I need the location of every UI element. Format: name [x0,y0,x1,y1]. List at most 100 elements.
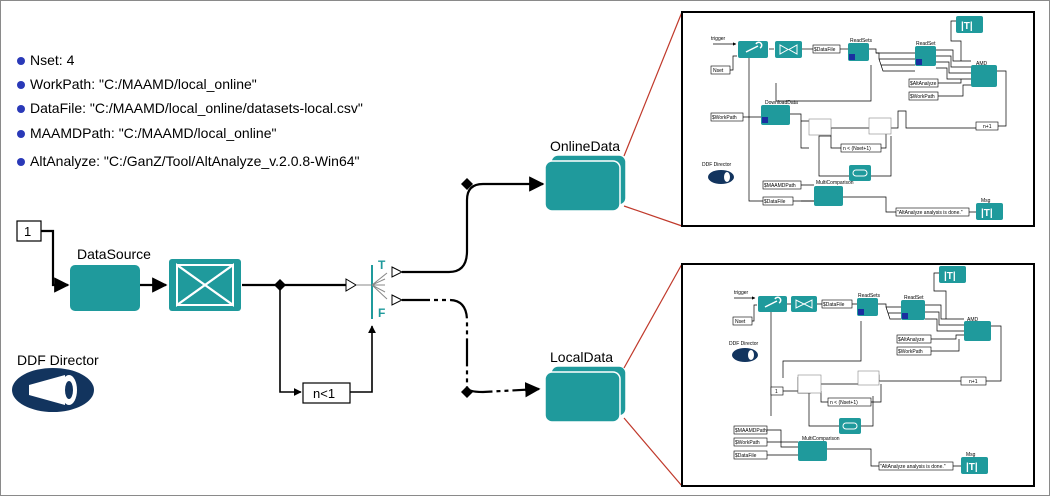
local-one-const[interactable] [770,386,784,396]
local-multicomp-actor[interactable] [798,441,827,461]
online-multicomp-actor[interactable] [814,186,843,206]
param-dot-icon [17,130,25,138]
online-multicomp-label: MultiComparison [816,180,854,186]
main-connections [41,176,545,398]
online-done-text: "AltAnalyze analysis is done." [897,210,963,216]
localdata-label: LocalData [550,349,613,365]
local-wrench-actor[interactable] [758,296,787,312]
online-trigger-label: trigger [711,36,726,42]
local-datafile2-param[interactable] [733,450,768,460]
online-download-label: DownloadData [765,100,798,106]
online-counter-expr[interactable] [975,121,999,131]
online-nset-param[interactable] [710,65,731,75]
local-amd-label: AMD [967,317,979,323]
datasource-actor[interactable] [70,265,140,311]
local-msg-display[interactable] [961,457,988,474]
local-done-const[interactable] [878,461,954,471]
local-multicomp-label: MultiComparison [802,436,840,442]
local-done-text: "AltAnalyze analysis is done." [880,464,946,470]
param-workpath[interactable]: WorkPath: "C:/MAAMD/local_online" [30,76,257,92]
local-workpath2-text: $WorkPath [735,440,760,446]
online-detail-panel: trigger Nset $DataFile ReadSets ReadSet … [681,11,1035,227]
local-maamdpath-text: $MAAMDPath [735,428,767,434]
boolean-switch[interactable] [345,265,404,319]
local-workpath-param[interactable] [896,346,932,356]
local-readset-label: ReadSet [904,295,924,301]
online-wrench-actor[interactable] [738,41,768,58]
onlinedata-label: OnlineData [550,138,620,154]
online-msg-display[interactable] [976,203,1003,220]
online-download-actor[interactable] [761,105,790,125]
local-sampler-actor[interactable] [839,418,861,434]
online-readsets-label: ReadSets [850,38,872,44]
online-top-display[interactable] [956,16,983,33]
local-counter-expr[interactable] [960,376,987,386]
condition-expression[interactable] [302,382,351,404]
local-workpath-text: $WorkPath [898,349,923,355]
local-datafile-param[interactable] [821,299,853,309]
local-detail-panel: trigger Nset $DataFile ReadSets ReadSet … [681,263,1035,487]
local-nset-text: Nset [735,319,746,325]
switch-true-label: T [378,258,386,272]
online-workpath2-param[interactable] [710,112,744,122]
param-altanalyze[interactable]: AltAnalyze: "C:/GanZ/Tool/AltAnalyze_v.2… [30,153,360,169]
local-datafile-text: $DataFile [823,302,845,308]
local-one-text: 1 [775,389,778,395]
online-director-icon[interactable] [708,170,734,184]
local-datafile2-text: $DataFile [735,453,757,459]
online-sync-actor[interactable] [775,41,802,58]
param-dot-icon [17,105,25,113]
local-workpath2-param[interactable] [733,437,768,447]
online-workpath-param[interactable] [908,91,939,101]
relation-diamond-icon[interactable] [274,279,286,291]
online-amd-actor[interactable] [971,65,997,87]
local-nset-param[interactable] [732,316,753,326]
local-maamdpath-param[interactable] [733,425,768,435]
local-director-icon[interactable] [732,348,758,362]
online-altanalyze-text: $AltAnalyze [910,81,937,87]
onlinedata-actor[interactable] [544,154,627,212]
param-maamdpath[interactable]: MAAMDPath: "C:/MAAMD/local_online" [30,125,276,141]
online-workpath-text: $WorkPath [910,94,935,100]
local-msg-display-text: |T| [966,462,978,473]
relation-diamond-icon[interactable] [461,178,473,190]
online-msg-display-text: |T| [981,208,993,219]
param-nset[interactable]: Nset: 4 [30,52,75,68]
online-nset-text: Nset [713,68,724,74]
local-cond-text: n < (Nset+1) [830,400,858,406]
online-counter-text: n+1 [983,124,992,130]
local-boolean-switch[interactable] [797,374,822,394]
param-datafile[interactable]: DataFile: "C:/MAAMD/local_online/dataset… [30,100,363,116]
online-datafile-param[interactable] [812,44,841,54]
local-cond-expr[interactable] [827,397,872,407]
local-amd-actor[interactable] [964,321,991,341]
local-altanalyze-text: $AltAnalyze [898,337,925,343]
online-datafile2-param[interactable] [762,196,794,206]
online-altanalyze-param[interactable] [908,78,939,88]
online-boolean-switch[interactable] [808,118,832,136]
online-boolean-switch-2[interactable] [868,117,892,135]
datasource-label: DataSource [77,246,151,262]
online-cond-expr[interactable] [840,143,882,153]
online-readset-label: ReadSet [916,41,936,47]
local-boolean-switch-2[interactable] [857,370,880,386]
localdata-actor[interactable] [544,365,627,423]
relation-diamond-icon[interactable] [461,386,473,398]
online-done-const[interactable] [895,207,970,217]
local-altanalyze-param[interactable] [896,334,932,344]
online-top-display-text: |T| [961,21,973,32]
ddf-director-icon[interactable] [12,368,94,412]
local-top-display[interactable] [939,266,966,283]
online-sampler-actor[interactable] [849,165,871,181]
synchronizer-actor[interactable] [169,259,241,311]
online-amd-label: AMD [976,61,988,67]
const-actor[interactable] [16,220,42,242]
param-dot-icon [17,81,25,89]
online-datafile-text: $DataFile [814,47,836,53]
param-dot-icon [17,158,25,166]
online-maamdpath-param[interactable] [762,180,802,190]
const-value: 1 [24,224,31,239]
callout-lines [623,11,683,487]
local-sync-actor[interactable] [791,296,817,312]
